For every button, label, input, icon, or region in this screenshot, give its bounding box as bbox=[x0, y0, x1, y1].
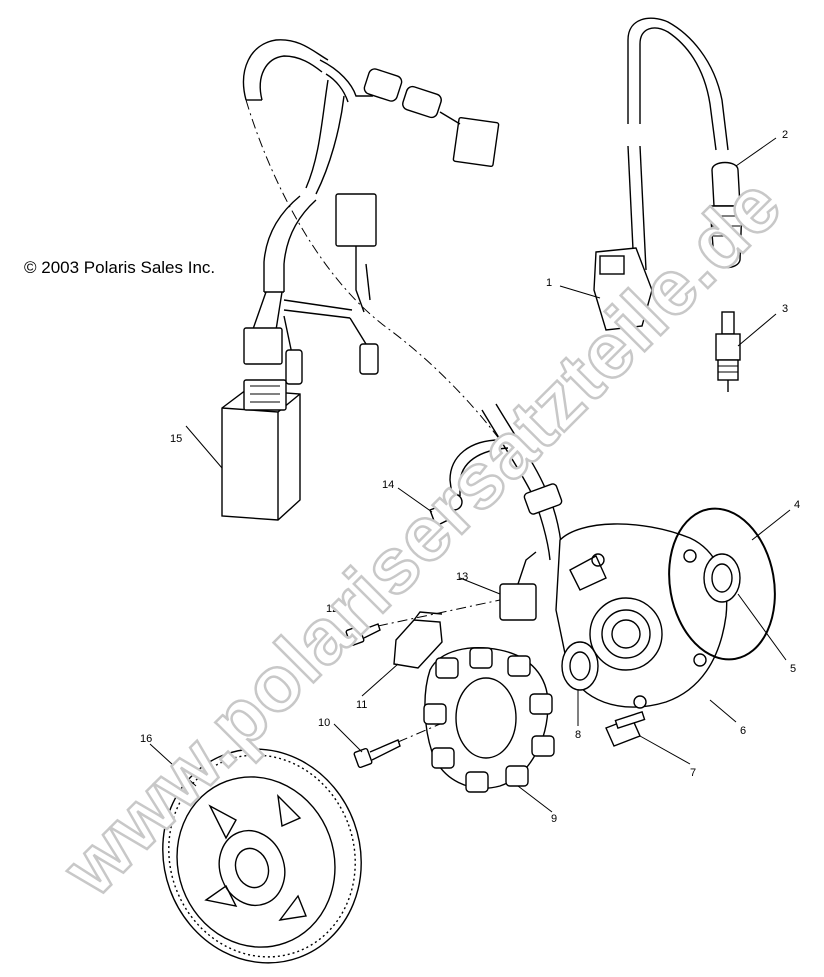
callout-1: 1 bbox=[546, 277, 552, 289]
callout-10: 10 bbox=[318, 717, 330, 729]
magneto-housing bbox=[555, 523, 728, 709]
crankshaft-seal bbox=[561, 641, 599, 691]
harness-routing-line bbox=[245, 99, 501, 441]
wiring-harness bbox=[242, 39, 500, 385]
stator bbox=[423, 647, 555, 793]
ignition-coil bbox=[593, 17, 729, 331]
flywheel bbox=[162, 748, 362, 964]
callout-16: 16 bbox=[140, 733, 152, 745]
wire-clamp bbox=[393, 611, 443, 669]
callout-6: 6 bbox=[740, 725, 746, 737]
callout-2: 2 bbox=[782, 129, 788, 141]
callout-11: 11 bbox=[356, 699, 367, 711]
spark-plug bbox=[715, 311, 741, 392]
callout-13: 13 bbox=[456, 571, 468, 583]
stator-screw bbox=[353, 739, 401, 769]
ground-wire bbox=[429, 439, 509, 527]
callout-labels: 1 2 3 4 5 6 7 8 9 10 11 12 13 14 15 16 bbox=[140, 129, 800, 825]
pulse-coil bbox=[499, 551, 537, 621]
callout-3: 3 bbox=[782, 303, 788, 315]
callout-8: 8 bbox=[575, 729, 581, 741]
callout-12: 12 bbox=[326, 603, 338, 615]
callout-15: 15 bbox=[170, 433, 182, 445]
o-ring bbox=[668, 507, 776, 661]
clamp-screw bbox=[345, 623, 381, 647]
callout-9: 9 bbox=[551, 813, 557, 825]
leader-lines bbox=[149, 137, 791, 813]
callout-4: 4 bbox=[794, 499, 800, 511]
callout-14: 14 bbox=[382, 479, 394, 491]
housing-bolt bbox=[605, 710, 646, 747]
callout-5: 5 bbox=[790, 663, 796, 675]
oil-seal bbox=[703, 553, 741, 603]
spark-plug-cap bbox=[709, 161, 743, 269]
callout-7: 7 bbox=[690, 767, 696, 779]
cdi-module bbox=[221, 379, 301, 521]
copyright-notice: © 2003 Polaris Sales Inc. bbox=[24, 258, 216, 277]
